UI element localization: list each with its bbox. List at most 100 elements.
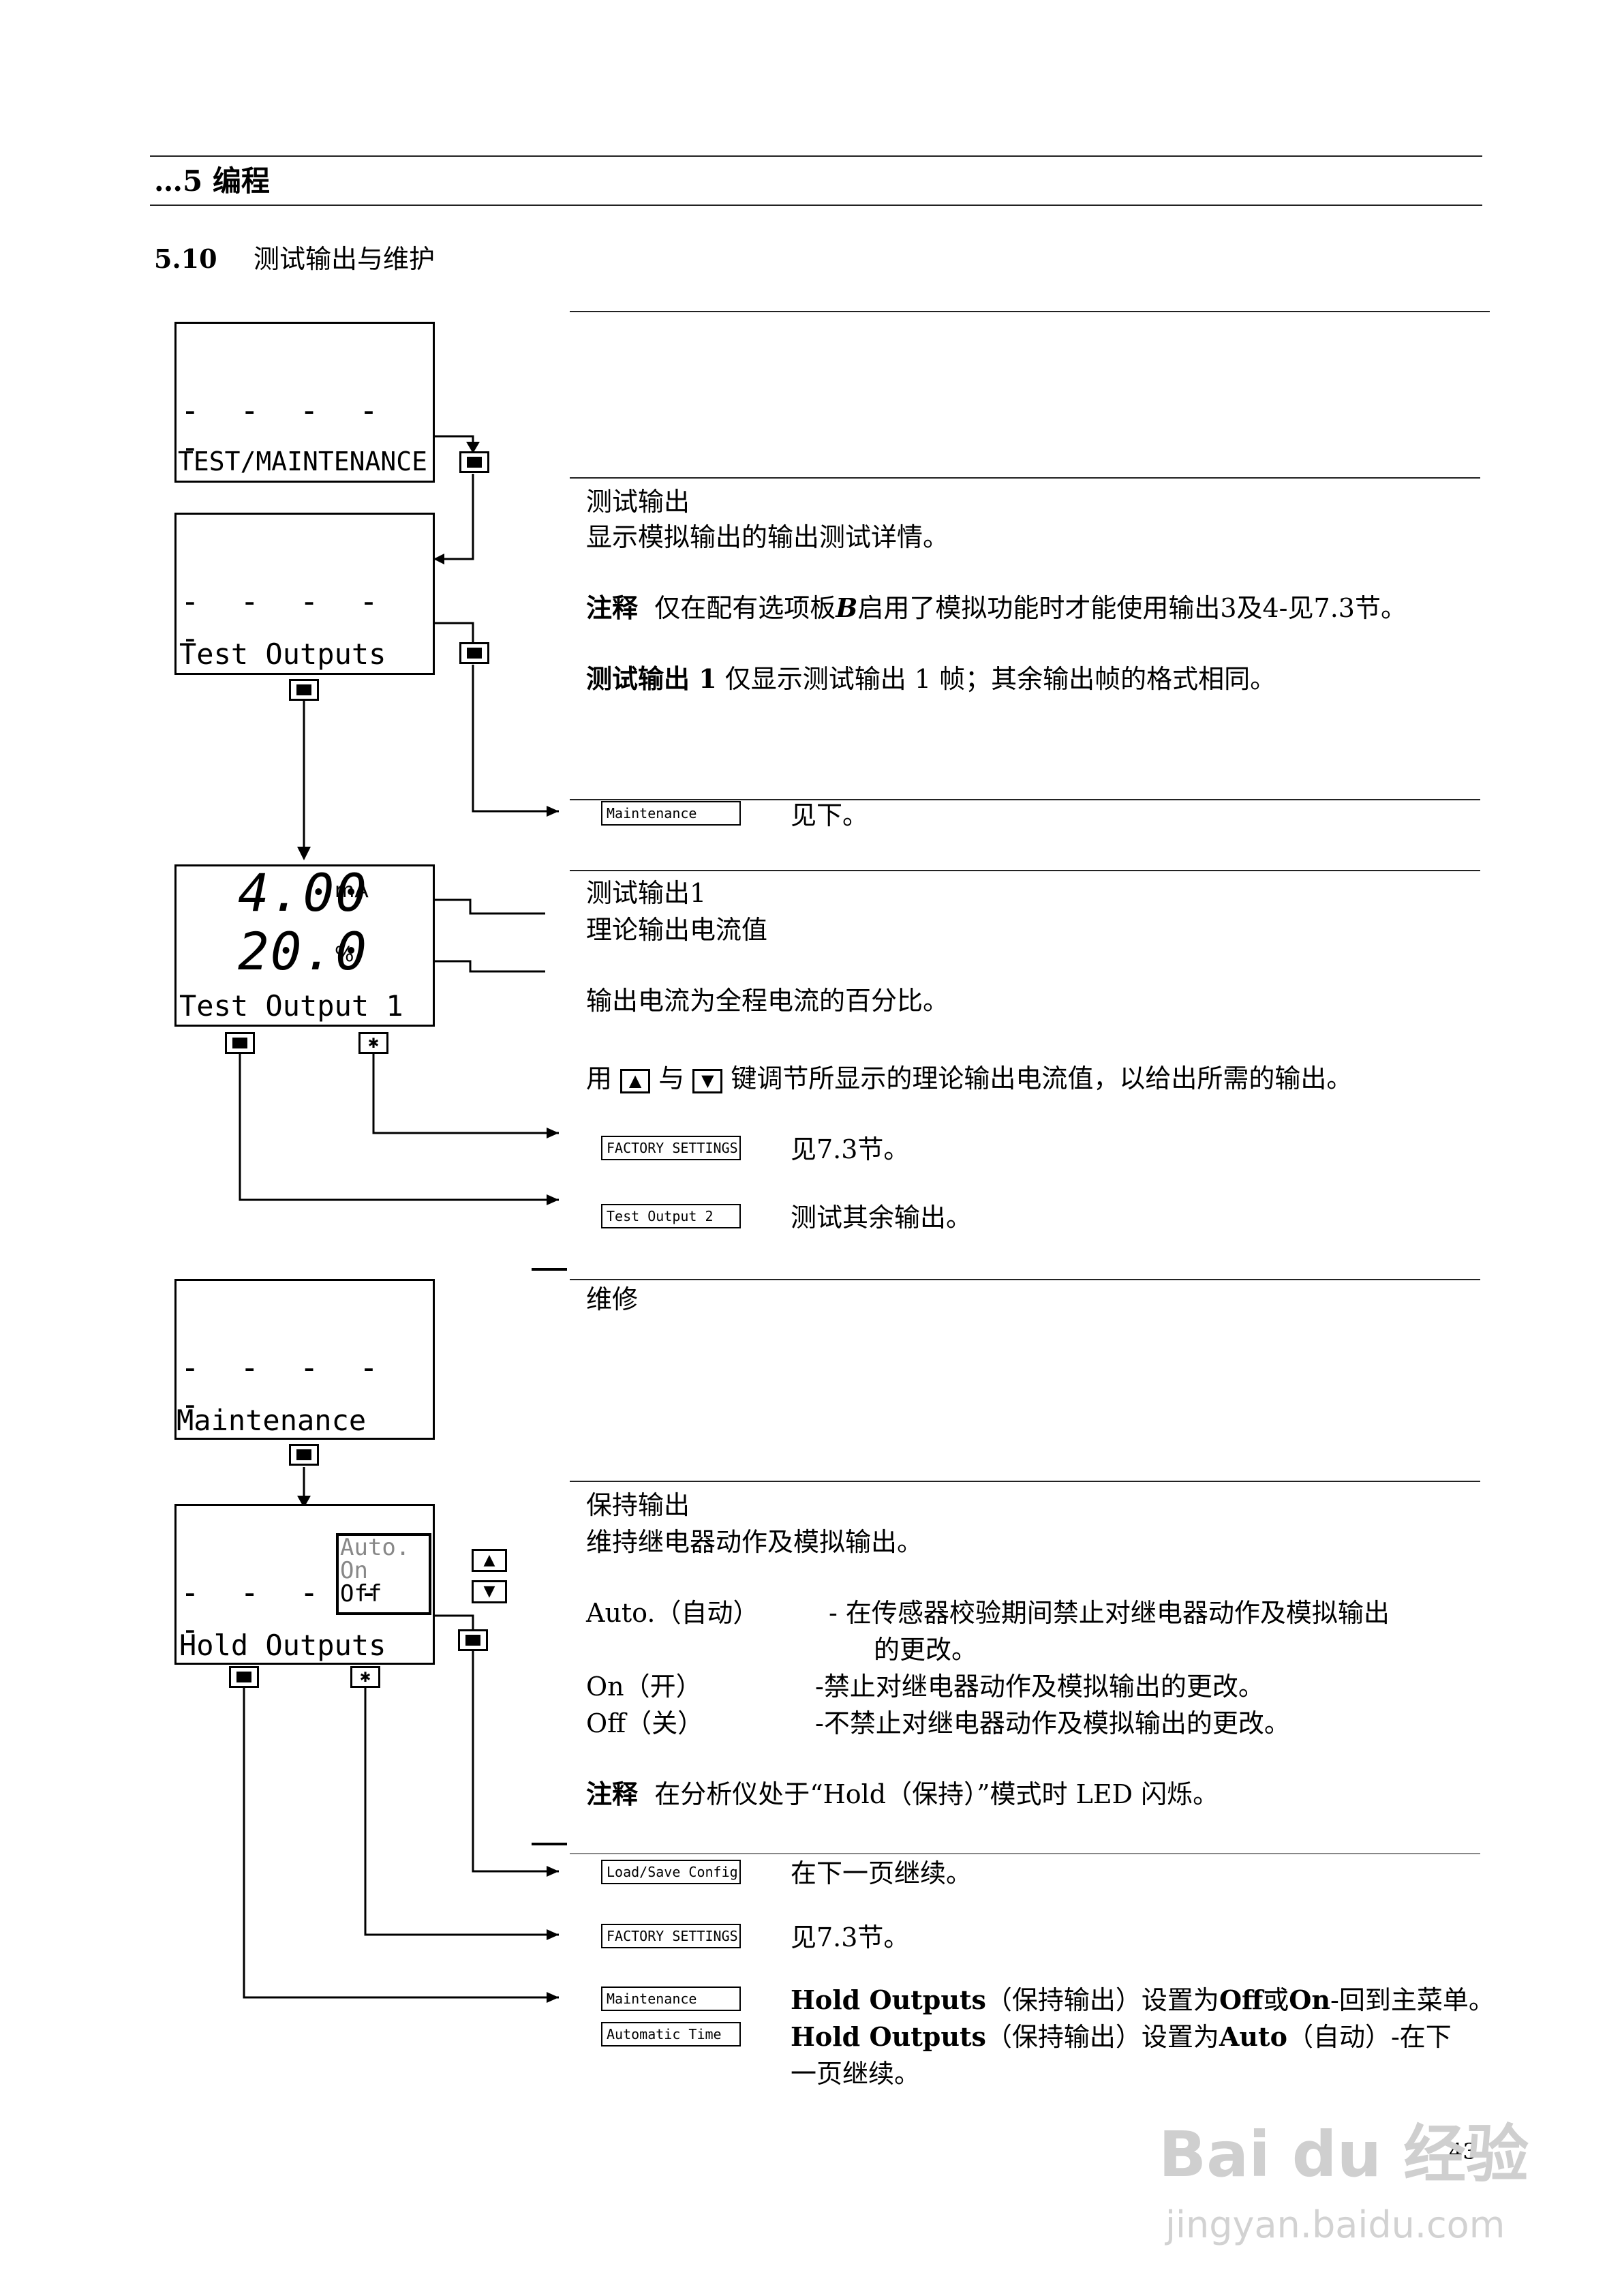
lcd-label: TEST/MAINTENANCE [178,447,428,477]
down-key-icon[interactable]: ▼ [472,1580,507,1603]
note-line: 注释 仅在配有选项板B启用了模拟功能时才能使用输出3及4-见7.3节。 [586,590,1407,626]
option-off[interactable]: Off [340,1580,382,1607]
note-label: 注释 [586,1779,639,1809]
enter-key-icon[interactable] [225,1032,255,1054]
text-part: 与 [658,1063,685,1093]
lcd-dashes: - - - - - [181,583,389,656]
up-key-icon[interactable]: ▲ [472,1549,507,1572]
link-text: 见下。 [791,800,869,830]
star-key-icon[interactable]: ✱ [358,1032,388,1054]
block-text: 测试输出 1 仅显示测试输出 1 帧；其余输出帧的格式相同。 [586,661,1276,697]
block-text: 理论输出电流值 [586,915,768,945]
enter-key-icon[interactable] [289,1444,319,1466]
bold-term: 测试输出 1 [586,663,717,694]
text-part: -回到主菜单。 [1330,1985,1495,2015]
lcd-current-value: 4.00 [238,862,369,923]
header-rule-top [150,155,1482,157]
text-part: （保持输出）设置为 [985,1985,1219,2015]
option-text: -不禁止对继电器动作及模拟输出的更改。 [815,1708,1290,1738]
block-title: 保持输出 [586,1490,690,1520]
bold-term: Auto [1219,2021,1287,2052]
up-key-icon: ▲ [620,1068,651,1093]
lcd-label: Test Outputs [179,637,386,671]
star-key-icon[interactable]: ✱ [350,1666,380,1688]
menu-box-automatic-time[interactable]: Automatic Time [601,2022,741,2046]
watermark-logo: Bai du 经验 [1159,2118,1529,2191]
block-rule [570,870,1480,871]
hold-options-list[interactable]: Auto. On Off [336,1533,431,1615]
chapter-heading: …5 编程 [154,164,270,198]
block-rule [570,477,1480,479]
lcd-label: Maintenance [177,1404,367,1437]
block-rule [570,1853,1480,1854]
menu-box-factory-settings[interactable]: FACTORY SETTINGS [601,1136,741,1160]
bold-term: Hold Outputs [791,2021,986,2052]
lcd-test-maintenance: - - - - - TEST/MAINTENANCE [174,322,435,483]
text-rest: 仅显示测试输出 1 帧；其余输出帧的格式相同。 [724,664,1276,694]
down-key-icon: ▼ [692,1068,723,1093]
page-number: 43 [1449,2139,1477,2164]
menu-box-maintenance[interactable]: Maintenance [601,801,741,826]
advance-key-icon[interactable] [459,451,489,473]
option-on[interactable]: On [340,1557,368,1584]
lcd-test-outputs: - - - - - Test Outputs [174,513,435,675]
watermark-url: jingyan.baidu.com [1165,2203,1505,2246]
menu-box-maintenance[interactable]: Maintenance [601,1987,741,2011]
lcd-label: Test Output 1 [179,989,403,1023]
section-title: 测试输出与维护 [254,244,435,274]
note-option-letter: B [836,592,858,623]
text-part: 或 [1263,1985,1289,2015]
column-rule-top [570,311,1490,312]
bold-term: Off [1219,1984,1264,2015]
lcd-dashes: - - - - - [181,1574,389,1648]
lcd-label: Hold Outputs [179,1629,386,1662]
block-rule [570,1279,1480,1280]
block-title: 维修 [586,1284,639,1314]
option-label: Off（关） [586,1708,704,1738]
lcd-hold-outputs: - - - - - Auto. On Off Hold Outputs [174,1504,435,1665]
link-text: 见7.3节。 [791,1134,910,1164]
block-rule [570,799,1480,800]
link-text: Hold Outputs（保持输出）设置为Auto（自动）-在下 [791,2019,1452,2055]
link-text: Hold Outputs（保持输出）设置为Off或On-回到主菜单。 [791,1982,1495,2018]
note-text: 仅在配有选项板 [654,593,836,623]
note-rest: 启用了模拟功能时才能使用输出3及4-见7.3节。 [857,593,1407,623]
lcd-dashes: - - - - - [181,1349,389,1423]
option-text: -禁止对继电器动作及模拟输出的更改。 [815,1672,1264,1702]
lcd-maintenance: - - - - - Maintenance [174,1279,435,1440]
text-part: （自动）-在下 [1287,2022,1452,2052]
block-text: 维持继电器动作及模拟输出。 [586,1527,923,1557]
note-text: 在分析仪处于“Hold（保持）”模式时 LED 闪烁。 [654,1779,1219,1809]
section-number: 5.10 [154,243,217,274]
bold-term: Hold Outputs [791,1984,986,2015]
block-text: 显示模拟输出的输出测试详情。 [586,522,949,552]
advance-key-icon[interactable] [458,1629,488,1651]
block-text: 输出电流为全程电流的百分比。 [586,986,949,1016]
option-text: 的更改。 [874,1635,978,1665]
block-title: 测试输出1 [586,878,707,908]
enter-key-icon[interactable] [229,1666,259,1688]
menu-box-test-output-2[interactable]: Test Output 2 [601,1204,741,1228]
lcd-test-output-1: 4.00 mA 20.0 % Test Output 1 [174,862,435,1027]
bold-term: On [1289,1984,1330,2015]
lcd-current-unit: mA [335,879,369,903]
link-text: 测试其余输出。 [791,1203,973,1233]
block-text: 用 ▲ 与 ▼ 键调节所显示的理论输出电流值，以给出所需的输出。 [586,1061,1352,1096]
text-part: （保持输出）设置为 [985,2022,1219,2052]
lcd-percent-value: 20.0 [238,921,369,982]
enter-key-icon[interactable] [289,679,319,701]
text-part: 键调节所显示的理论输出电流值，以给出所需的输出。 [731,1063,1353,1093]
lcd-dashes: - - - - - [181,392,389,466]
lcd-percent-unit: % [335,943,354,967]
header-rule-bottom [150,205,1482,206]
option-label: Auto.（自动） [586,1598,759,1628]
option-text: - 在传感器校验期间禁止对继电器动作及模拟输出 [829,1598,1390,1628]
link-text: 见7.3节。 [791,1922,910,1952]
menu-box-factory-settings[interactable]: FACTORY SETTINGS [601,1924,741,1948]
menu-box-load-save-config[interactable]: Load/Save Config [601,1860,741,1884]
advance-key-icon[interactable] [459,642,489,664]
note-line: 注释 在分析仪处于“Hold（保持）”模式时 LED 闪烁。 [586,1777,1219,1812]
link-text: 在下一页继续。 [791,1858,973,1888]
option-auto[interactable]: Auto. [340,1534,410,1561]
